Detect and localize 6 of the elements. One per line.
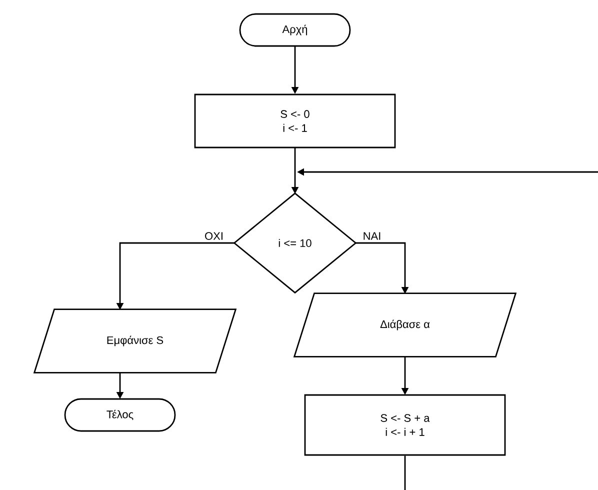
edge-label: ΟΧΙ [204, 231, 224, 241]
terminal-box: Τέλος [64, 398, 176, 432]
process-box: S <- 0 i <- 1 [194, 94, 396, 148]
process-box: S <- S + a i <- i + 1 [304, 394, 506, 456]
edge-label: ΝΑΙ [362, 231, 382, 241]
terminal-box: Αρχή [239, 13, 351, 47]
